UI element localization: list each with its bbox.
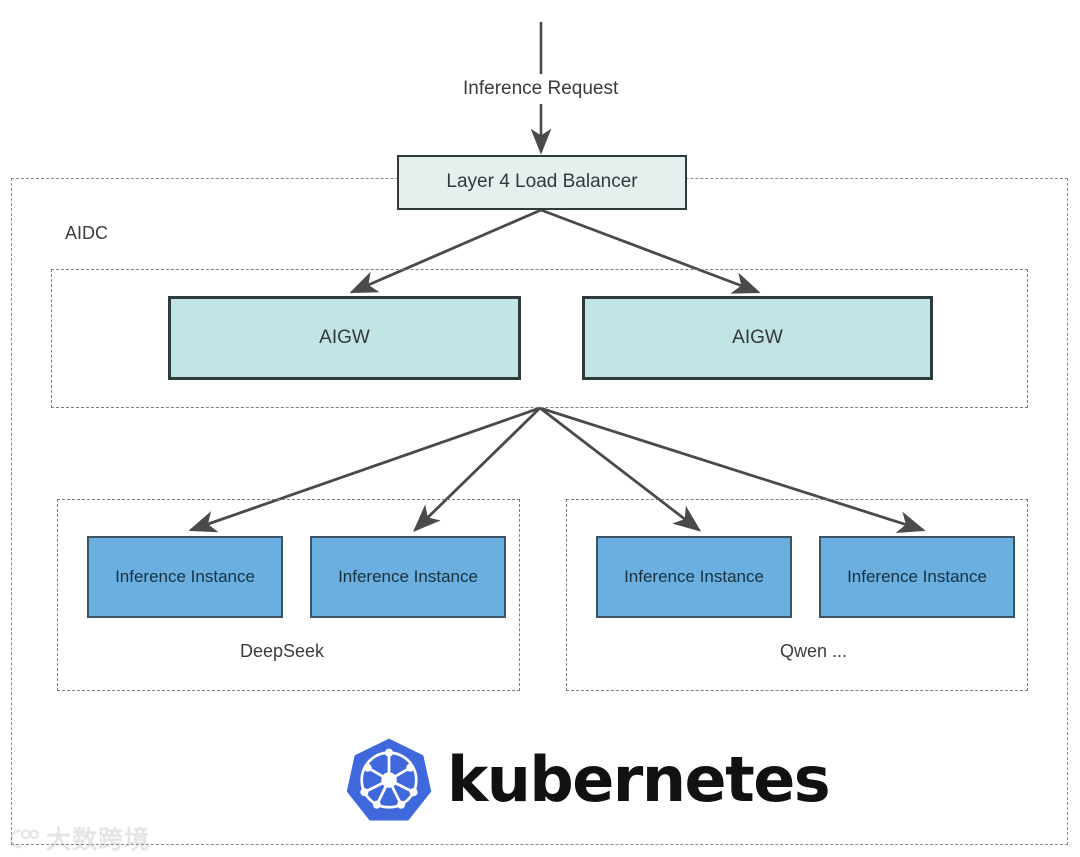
- kubernetes-logo-group: kubernetes: [345, 736, 831, 824]
- aigw-node-1[interactable]: AIGW: [168, 296, 521, 380]
- aigw-zone: [51, 269, 1028, 408]
- inference-request-label: Inference Request: [463, 78, 619, 99]
- aigw-node-2[interactable]: AIGW: [582, 296, 933, 380]
- layer4-load-balancer-node[interactable]: Layer 4 Load Balancer: [397, 155, 687, 210]
- kubernetes-icon: [346, 738, 432, 821]
- inference-instance-deepseek-2[interactable]: Inference Instance: [310, 536, 506, 618]
- inference-instance-qwen-1[interactable]: Inference Instance: [596, 536, 792, 618]
- watermark: 大数跨境: [10, 820, 150, 856]
- model-group-qwen-label: Qwen ...: [780, 641, 848, 661]
- kubernetes-wordmark: kubernetes: [447, 743, 831, 816]
- inference-instance-deepseek-1[interactable]: Inference Instance: [87, 536, 283, 618]
- model-group-deepseek-label: DeepSeek: [240, 641, 325, 661]
- aigw-node-1-label: AIGW: [319, 326, 370, 348]
- watermark-text: 大数跨境: [46, 826, 151, 854]
- aidc-zone-label: AIDC: [65, 223, 109, 243]
- aigw-node-2-label: AIGW: [732, 326, 783, 348]
- inference-instance-qwen-2-label: Inference Instance: [847, 566, 987, 586]
- inference-instance-qwen-2[interactable]: Inference Instance: [819, 536, 1015, 618]
- inference-instance-deepseek-2-label: Inference Instance: [338, 566, 478, 586]
- model-group-deepseek-zone: [57, 499, 520, 691]
- inference-instance-qwen-1-label: Inference Instance: [624, 566, 764, 586]
- watermark-logo-icon: [10, 829, 39, 849]
- inference-instance-deepseek-1-label: Inference Instance: [115, 566, 255, 586]
- model-group-qwen-zone: [566, 499, 1028, 691]
- layer4-load-balancer-label: Layer 4 Load Balancer: [446, 171, 638, 193]
